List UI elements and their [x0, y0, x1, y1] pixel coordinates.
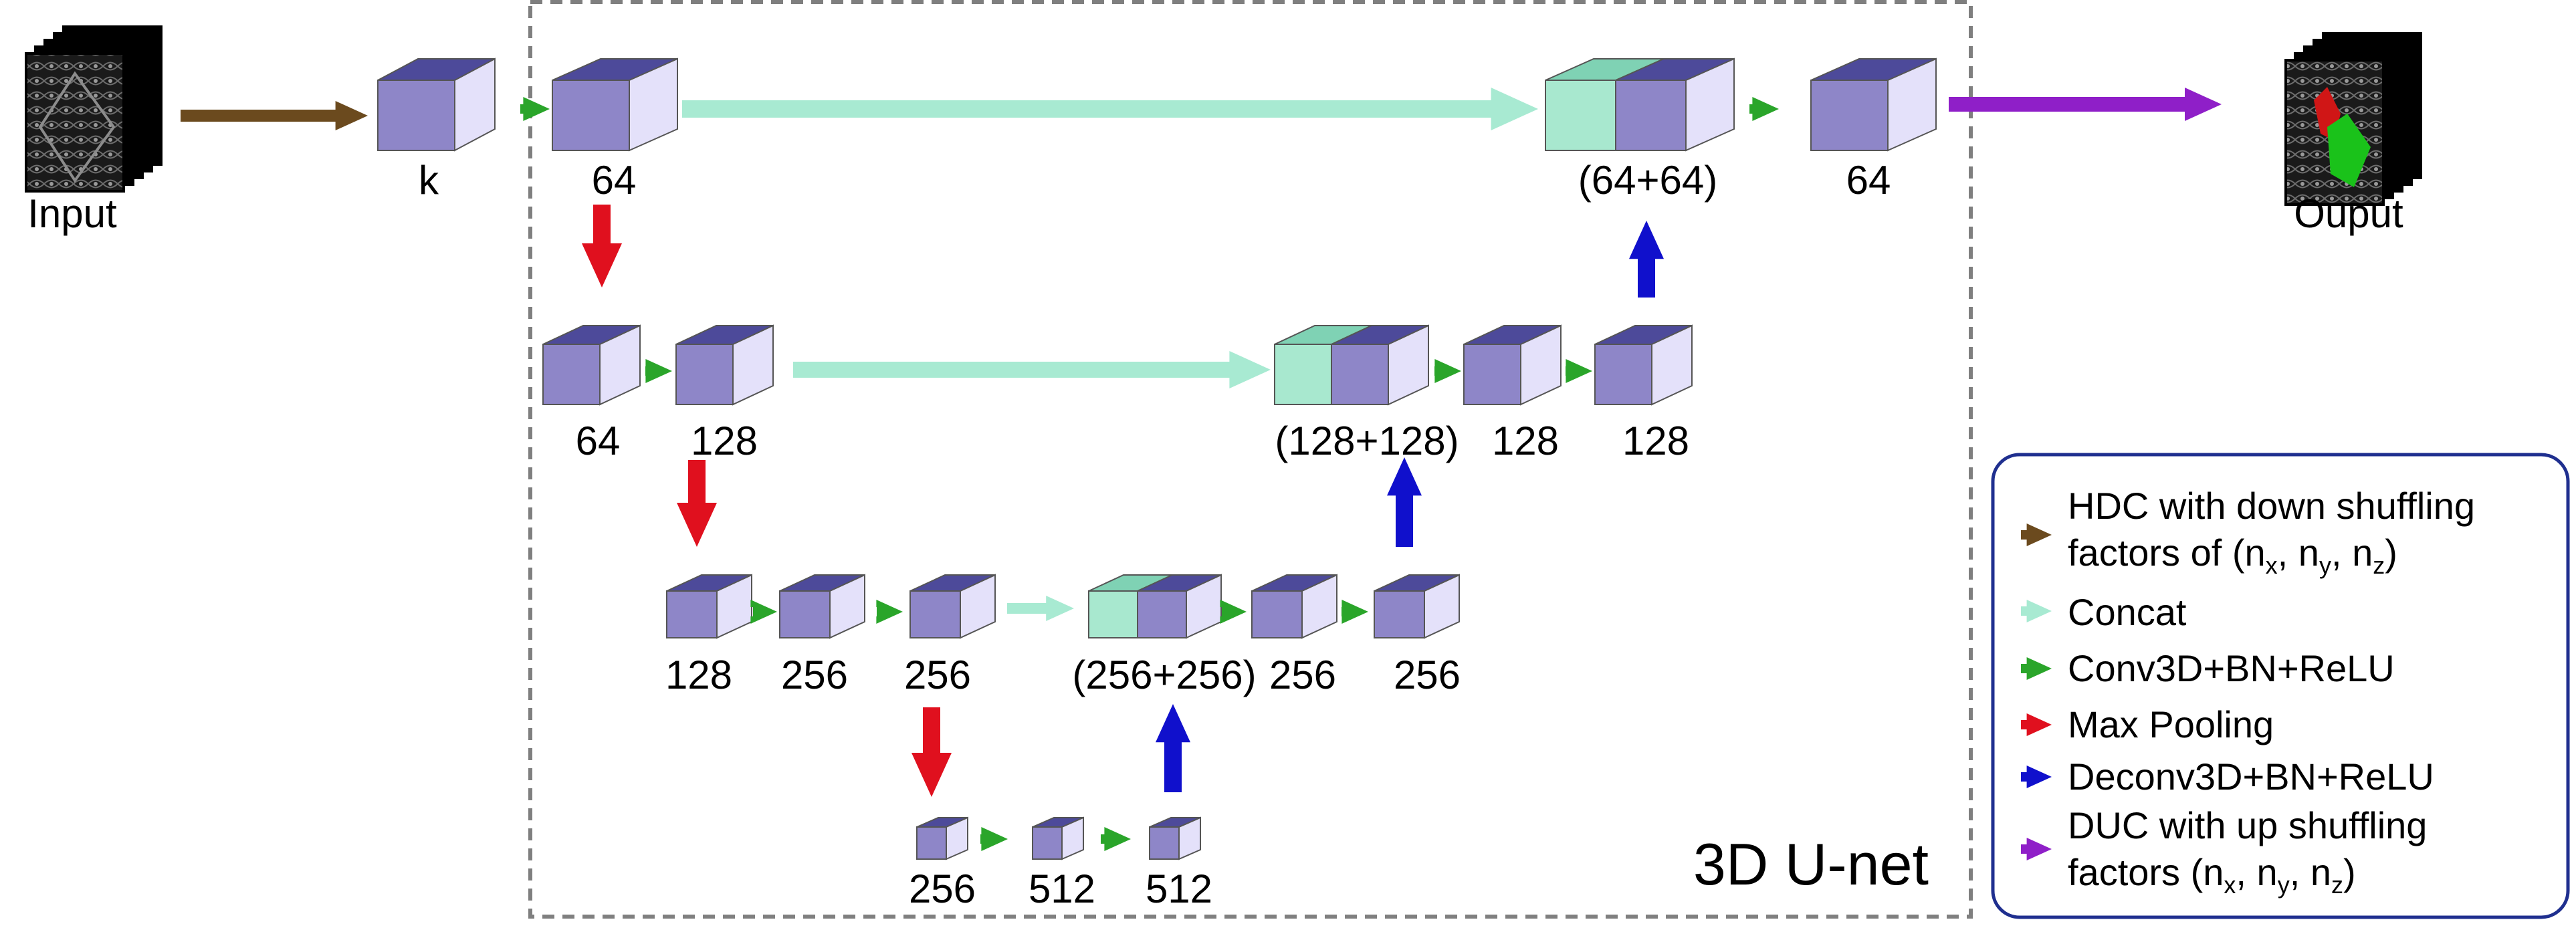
conv-arrow-l3-bc	[876, 600, 903, 624]
legend-arrows	[2021, 523, 2052, 860]
concat-arrow-l1	[682, 88, 1538, 130]
network-title: 3D U-net	[1693, 831, 1929, 897]
label-l2-a: 64	[576, 419, 621, 463]
label-l4-b: 512	[1029, 866, 1095, 911]
label-l3-concat: (256+256)	[1072, 653, 1256, 697]
unet-frame	[528, 0, 1973, 919]
feature-map-cubes	[377, 57, 1937, 860]
conv-arrow-l1-out	[1749, 97, 1779, 121]
cube-l3-a	[666, 574, 752, 639]
conv-arrow-l2-ab	[645, 359, 672, 383]
conv-arrow-l3-ab	[750, 600, 777, 624]
label-l3-b: 256	[781, 653, 848, 697]
cube-l1-in	[552, 57, 678, 152]
label-l2-concat: (128+128)	[1275, 419, 1459, 463]
label-l3-e: 256	[1394, 653, 1461, 697]
conv-arrow-l4-ab	[980, 827, 1008, 851]
cube-l3-concat	[1088, 574, 1222, 639]
conv-arrow-l2-cd	[1566, 359, 1592, 383]
cube-l3-d	[1251, 574, 1337, 639]
cube-l1-concat	[1545, 57, 1735, 152]
legend-arrow-conv	[2021, 657, 2052, 680]
cube-l2-c	[1463, 324, 1562, 406]
legend-duc-line2: factors (nx, ny, nz)	[2068, 851, 2356, 899]
output-label: Ouput	[2294, 191, 2403, 236]
pool-arrow-l2	[677, 460, 717, 547]
conv-arrow-l3-de	[1341, 600, 1368, 624]
input-volume	[25, 25, 163, 193]
legend-duc-line1: DUC with up shuffling	[2068, 804, 2427, 846]
label-l2-c: 128	[1492, 419, 1559, 463]
legend-arrow-deconv	[2021, 766, 2052, 788]
legend-arrow-concat	[2021, 600, 2052, 622]
pool-arrow-l1	[582, 205, 622, 287]
cube-l4-b	[1032, 816, 1084, 860]
input-label: Input	[27, 191, 117, 236]
legend-deconv: Deconv3D+BN+ReLU	[2068, 755, 2434, 798]
conv-arrow-l2-concat-c	[1434, 359, 1461, 383]
label-l1-in: 64	[592, 158, 637, 203]
label-l3-d: 256	[1269, 653, 1336, 697]
legend-box	[1991, 453, 2570, 919]
arrows	[181, 88, 2222, 851]
cube-l4-c	[1149, 816, 1201, 860]
legend-arrow-hdc	[2021, 523, 2052, 546]
deconv-arrow-l4	[1156, 704, 1190, 792]
deconv-arrow-l3	[1387, 457, 1422, 547]
legend-pool: Max Pooling	[2068, 703, 2274, 745]
hdc-arrow	[181, 101, 368, 130]
label-l4-c: 512	[1146, 866, 1212, 911]
io-labels: Input Ouput	[27, 191, 2403, 236]
label-l4-a: 256	[909, 866, 976, 911]
cube-l3-b	[779, 574, 865, 639]
legend-hdc-line1: HDC with down shuffling	[2068, 485, 2475, 527]
conv-arrow-k-64	[520, 97, 550, 121]
legend-arrow-pool	[2021, 713, 2052, 736]
cube-l2-d	[1594, 324, 1693, 406]
cube-k	[377, 57, 496, 152]
output-volume	[2284, 32, 2422, 206]
cube-l2-concat	[1274, 324, 1429, 406]
legend: HDC with down shuffling factors of (nx, …	[1991, 453, 2570, 919]
label-k: k	[419, 158, 439, 203]
cube-l1-out	[1810, 57, 1937, 152]
concat-arrow-l2	[793, 351, 1271, 388]
conv-arrow-l4-bc	[1101, 827, 1131, 851]
legend-conv: Conv3D+BN+ReLU	[2068, 647, 2395, 689]
duc-arrow	[1949, 88, 2222, 121]
label-l3-a: 128	[665, 653, 732, 697]
deconv-arrow-l2	[1629, 221, 1664, 298]
conv-arrow-l3-concat-d	[1220, 600, 1247, 624]
cube-l3-c	[909, 574, 996, 639]
label-l2-d: 128	[1622, 419, 1689, 463]
cube-l4-a	[916, 816, 968, 860]
channel-labels: k 64 (64+64) 64 64 128 (128+128) 128 128…	[419, 158, 1891, 911]
cube-l2-a	[542, 324, 641, 406]
label-l3-c: 256	[904, 653, 971, 697]
label-l2-b: 128	[691, 419, 758, 463]
concat-arrow-l3	[1007, 596, 1074, 621]
legend-concat: Concat	[2068, 591, 2187, 633]
label-l1-out: 64	[1846, 158, 1891, 203]
label-l1-concat: (64+64)	[1578, 158, 1717, 203]
pool-arrow-l3	[911, 707, 952, 797]
cube-l2-b	[675, 324, 774, 406]
cube-l3-e	[1374, 574, 1460, 639]
legend-hdc-line2: factors of (nx, ny, nz)	[2068, 532, 2397, 579]
legend-arrow-duc	[2021, 838, 2052, 860]
